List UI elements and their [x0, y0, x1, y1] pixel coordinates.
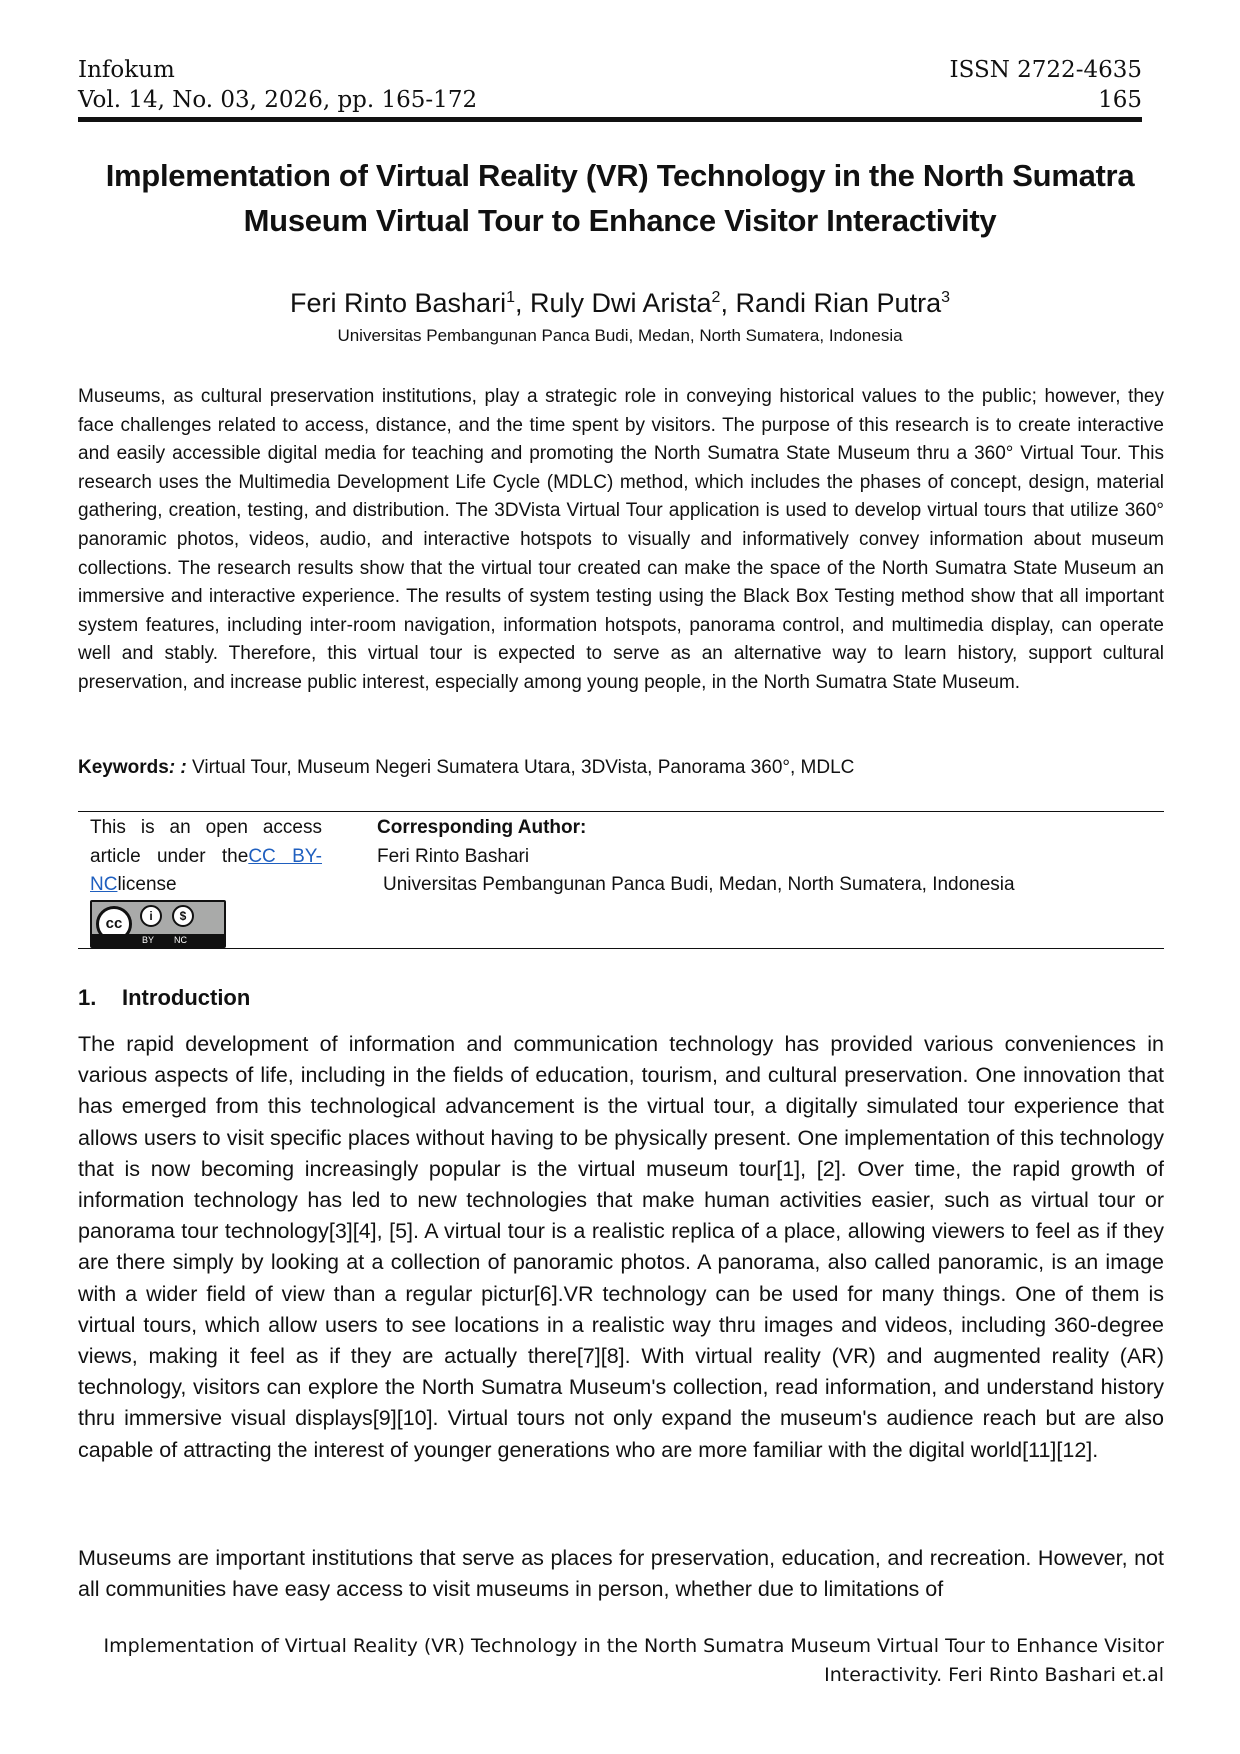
info-box-bottom-rule [78, 948, 1164, 949]
section-heading: 1. Introduction [78, 983, 250, 1013]
running-header: Infokum ISSN 2722-4635 Vol. 14, No. 03, … [78, 55, 1142, 115]
license-notice: This is an open access article under the… [90, 814, 322, 900]
license-text-after: license [117, 874, 177, 896]
header-rule [78, 117, 1142, 122]
volume-info: Vol. 14, No. 03, 2026, pp. 165-172 [78, 87, 478, 113]
badge-strip: BY NC [92, 934, 224, 946]
intro-paragraph: The rapid development of information and… [78, 1029, 1164, 1466]
footer-line: Interactivity. Feri Rinto Bashari et.al [824, 1664, 1164, 1686]
footer-line: Implementation of Virtual Reality (VR) T… [103, 1635, 1164, 1657]
author-name: Feri Rinto Bashari [289, 288, 507, 318]
keywords-text: Virtual Tour, Museum Negeri Sumatera Uta… [192, 757, 855, 778]
paper-title: Implementation of Virtual Reality (VR) T… [105, 158, 1135, 238]
section-number: 1. [78, 985, 97, 1010]
journal-name: Infokum [78, 57, 175, 83]
info-box-top-rule [78, 811, 1164, 812]
author-name: Randi Rian Putra [735, 288, 942, 318]
noncommercial-icon: $ [172, 905, 194, 927]
badge-nc-label: NC [174, 935, 187, 945]
author-affil-mark: 2 [711, 289, 721, 306]
cc-by-nc-badge-icon[interactable]: cc i $ BY NC [90, 900, 226, 948]
badge-by-label: BY [142, 935, 155, 945]
author-affiliation: Universitas Pembangunan Panca Budi, Meda… [337, 326, 903, 345]
keywords: Keywords: : Virtual Tour, Museum Negeri … [78, 754, 1164, 782]
corresponding-affiliation: Universitas Pembangunan Panca Budi, Meda… [383, 874, 1015, 896]
section-title: Introduction [122, 985, 251, 1010]
issn: ISSN 2722-4635 [949, 57, 1142, 83]
corresponding-author: Corresponding Author: Feri Rinto Bashari… [377, 814, 1157, 900]
running-footer: Implementation of Virtual Reality (VR) T… [100, 1632, 1164, 1690]
author-affil-mark: 3 [941, 289, 950, 306]
license-link[interactable]: CC BY-NC [90, 845, 322, 896]
paragraph: The rapid development of information and… [78, 1032, 1164, 1462]
author-name: Ruly Dwi Arista [530, 288, 712, 318]
attribution-icon: i [140, 905, 162, 927]
license-text: This is an open access article under the [90, 817, 322, 867]
author-list: Feri Rinto Bashari1, Ruly Dwi Arista2, R… [289, 288, 950, 318]
keywords-label: Keywords [78, 757, 169, 778]
corresponding-name: Feri Rinto Bashari [377, 845, 530, 867]
keywords-separator: : : [168, 757, 187, 778]
page-number: 165 [1098, 87, 1142, 113]
paragraph: Museums are important institutions that … [78, 1546, 1164, 1602]
corresponding-label: Corresponding Author: [377, 817, 587, 838]
intro-paragraph: Museums are important institutions that … [78, 1543, 1164, 1605]
abstract: Museums, as cultural preservation instit… [78, 386, 1164, 693]
author-affil-mark: 1 [506, 289, 515, 306]
